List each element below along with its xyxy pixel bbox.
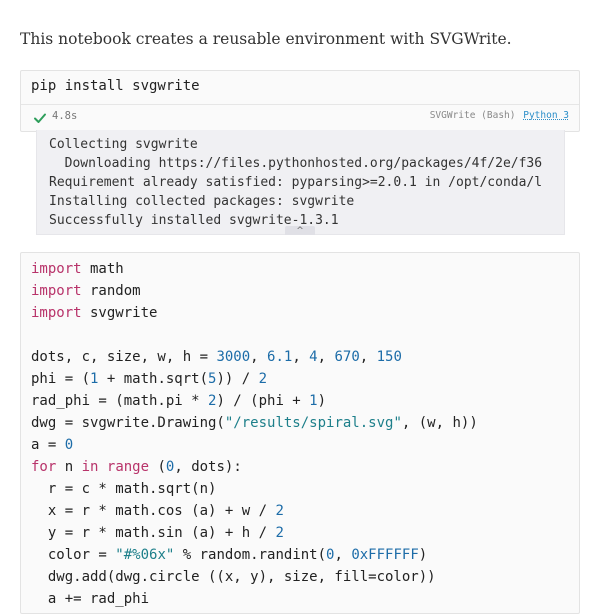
code-line: r = c * math.sqrt(n) — [31, 478, 478, 500]
code-token-keyword: in — [81, 459, 99, 475]
code-line: import svgwrite — [31, 302, 478, 324]
code-token-text: )) / — [216, 371, 259, 387]
code-token-text: dwg.add(dwg.circle ((x, y), size, fill=c… — [31, 569, 436, 585]
code-token-number: 1 — [309, 393, 318, 409]
code-line: a += rad_phi — [31, 588, 478, 610]
run-elapsed-time: 4.8s — [52, 110, 78, 122]
code-token-number: 670 — [334, 349, 360, 365]
notebook-intro-text: This notebook creates a reusable environ… — [20, 30, 512, 48]
code-token-text: + math.sqrt( — [98, 371, 209, 387]
code-cell-install[interactable]: pip install svgwrite 4.8s SVGWrite (Bash… — [20, 70, 580, 132]
code-token-number: 4 — [309, 349, 318, 365]
code-line: x = r * math.cos (a) + w / 2 — [31, 500, 478, 522]
code-token-text: r = c * math.sqrt(n) — [31, 481, 217, 497]
code-token-number: 150 — [376, 349, 402, 365]
code-token-text — [98, 459, 106, 475]
output-line: Collecting svgwrite — [49, 137, 198, 152]
code-token-text: , — [292, 349, 310, 365]
code-token-text: rad_phi = (math.pi * — [31, 393, 209, 409]
code-token-number: 2 — [275, 525, 284, 541]
code-token-text: , — [317, 349, 335, 365]
code-token-text: a = — [31, 437, 65, 453]
output-line: Installing collected packages: svgwrite — [49, 194, 355, 209]
collapse-output-button[interactable]: ^ — [285, 226, 315, 235]
code-token-text: a += rad_phi — [31, 591, 150, 607]
code-token-number: 6.1 — [267, 349, 293, 365]
code-line: color = "#%06x" % random.randint(0, 0xFF… — [31, 544, 478, 566]
cell-divider — [21, 104, 579, 105]
kernel-language-link[interactable]: Python 3 — [523, 110, 569, 121]
code-line: dwg.add(dwg.circle ((x, y), size, fill=c… — [31, 566, 478, 588]
kernel-indicator: SVGWrite (Bash) Python 3 — [430, 110, 569, 121]
code-token-number: 0xFFFFFF — [351, 547, 419, 563]
code-token-text: color = — [31, 547, 116, 563]
code-token-number: 0 — [165, 459, 175, 475]
code-token-text: , — [359, 349, 377, 365]
code-token-number: 2 — [275, 503, 284, 519]
code-token-keyword: for — [31, 459, 57, 475]
check-icon — [34, 113, 46, 123]
code-token-number: 2 — [258, 371, 268, 387]
code-token-text: dots, c, size, w, h = — [31, 349, 217, 365]
code-line: phi = (1 + math.sqrt(5)) / 2 — [31, 368, 478, 390]
code-token-text: , — [334, 547, 352, 563]
code-token-text: ( — [149, 459, 166, 475]
code-token-string: "/results/spiral.svg" — [224, 415, 402, 431]
code-token-text: ) — [317, 393, 327, 409]
output-line: Successfully installed svgwrite-1.3.1 — [49, 213, 339, 228]
code-token-text: math — [81, 261, 124, 277]
code-token-number: 0 — [326, 547, 335, 563]
code-token-text: , (w, h)) — [401, 415, 478, 431]
code-line: for n in range (0, dots): — [31, 456, 478, 478]
code-line: import random — [31, 280, 478, 302]
cell-output[interactable]: Collecting svgwrite Downloading https://… — [36, 130, 565, 235]
code-token-text: ) — [418, 547, 428, 563]
code-token-string: "#%06x" — [115, 547, 175, 563]
cell-output-text: Collecting svgwrite Downloading https://… — [49, 135, 542, 230]
code-token-number: 3000 — [216, 349, 251, 365]
code-token-number: 0 — [64, 437, 74, 453]
code-token-number: 1 — [90, 371, 99, 387]
code-line: dots, c, size, w, h = 3000, 6.1, 4, 670,… — [31, 346, 478, 368]
code-token-text: , — [250, 349, 268, 365]
code-token-text: random — [81, 283, 141, 299]
code-line — [31, 324, 478, 346]
code-token-keyword: import — [31, 261, 82, 277]
code-token-keyword: import — [31, 283, 82, 299]
code-line: rad_phi = (math.pi * 2) / (phi + 1) — [31, 390, 478, 412]
output-line: Downloading https://files.pythonhosted.o… — [49, 156, 543, 171]
environment-name: SVGWrite (Bash) — [429, 110, 516, 121]
code-token-text: % random.randint( — [174, 547, 327, 563]
code-token-keyword: range — [106, 459, 150, 475]
code-line: y = r * math.sin (a) + h / 2 — [31, 522, 478, 544]
code-token-text: , dots): — [174, 459, 242, 475]
output-line: Requirement already satisfied: pyparsing… — [49, 175, 543, 190]
code-token-text: dwg = svgwrite.Drawing( — [31, 415, 225, 431]
code-token-text: ) / (phi + — [216, 393, 310, 409]
code-line: import math — [31, 258, 478, 280]
code-line: a = 0 — [31, 434, 478, 456]
code-token-text: phi = ( — [31, 371, 91, 387]
code-line: dwg = svgwrite.Drawing("/results/spiral.… — [31, 412, 478, 434]
code-token-number: 2 — [208, 393, 217, 409]
code-token-text: svgwrite — [81, 305, 158, 321]
code-token-number: 5 — [208, 371, 217, 387]
code-token-text: n — [56, 459, 82, 475]
code-token-keyword: import — [31, 305, 82, 321]
code-token-text: y = r * math.sin (a) + h / — [31, 525, 276, 541]
code-token-text: x = r * math.cos (a) + w / — [31, 503, 276, 519]
code-cell-install-source[interactable]: pip install svgwrite — [31, 78, 200, 94]
